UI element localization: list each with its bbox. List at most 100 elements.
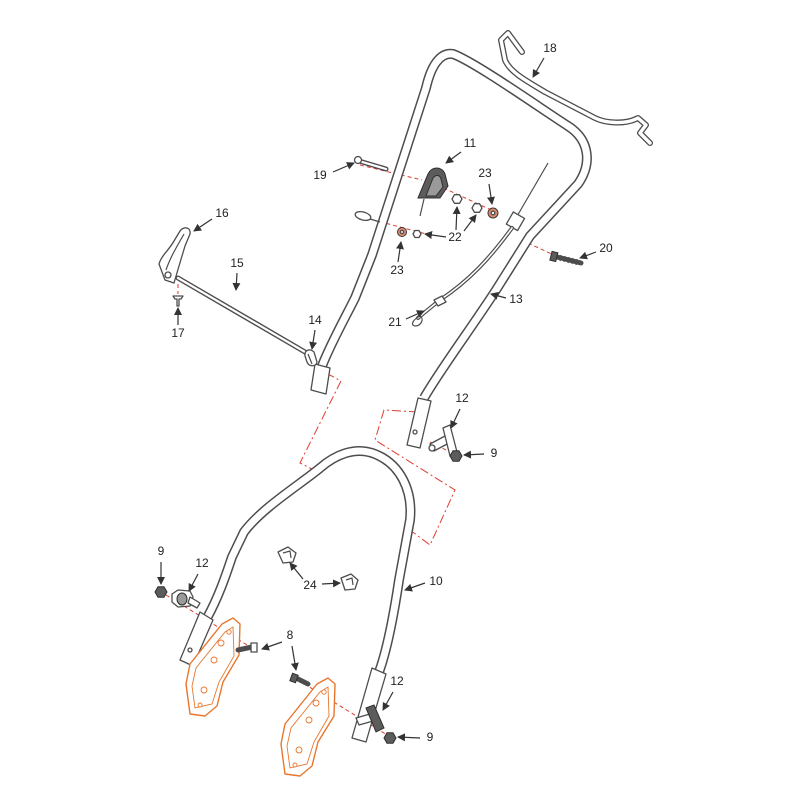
leader-arrow: [332, 162, 355, 173]
upper-lower-left-alignment: [299, 372, 342, 473]
clip-14-edge: [307, 353, 313, 365]
cable-inner-wire: [515, 162, 549, 219]
nut-9-lower-left: [154, 586, 168, 598]
callout-label: 14: [308, 313, 322, 327]
nut-22-upper: [451, 194, 463, 204]
knob-12-lower-left-face: [176, 592, 188, 606]
knob-12-lower-right: [355, 704, 385, 733]
callout-label: 19: [313, 168, 327, 182]
callout-nut: 22: [424, 206, 477, 244]
callout-label: 23: [478, 166, 492, 180]
nut-9-upper: [449, 450, 463, 462]
bracket-right-hole-2: [312, 699, 320, 707]
callout-label: 24: [303, 578, 317, 592]
cable: [411, 162, 549, 327]
callout-clips-24: 24: [289, 562, 341, 592]
leader-arrow: [445, 151, 462, 164]
callout-label: 20: [599, 241, 613, 255]
callout-clip-14: 14: [308, 313, 322, 350]
callout-bolt: 20: [579, 241, 613, 260]
bracket-right-hole-5: [292, 762, 298, 768]
upper-handle-hole: [412, 429, 418, 435]
bracket-right-hole-3: [305, 716, 313, 724]
callout-label: 16: [215, 206, 229, 220]
leader-arrow: [463, 450, 485, 459]
bracket-right-hole-1: [321, 689, 327, 695]
callout-upper-handle: 13: [490, 291, 523, 306]
bracket-right-hole-4: [295, 746, 303, 754]
callout-label: 13: [509, 292, 523, 306]
leader-arrow: [397, 733, 421, 742]
pin-head: [353, 155, 363, 165]
callout-lower-handle: 10: [404, 574, 443, 592]
callout-label: 11: [464, 136, 477, 150]
leader-arrow: [193, 218, 213, 232]
clip-24-lower-slot: [345, 577, 354, 586]
knob-12-lower-right-grip: [365, 704, 385, 733]
cable-guide-stem: [419, 198, 425, 217]
cable-end-loop: [411, 315, 423, 327]
cable-ferrule: [433, 295, 447, 307]
leader-arrow: [309, 329, 318, 350]
clip-24-upper: [277, 546, 297, 564]
bolt-8-right-head: [289, 672, 299, 684]
callout-label: 9: [158, 544, 165, 558]
cable-guide: [417, 167, 449, 217]
callouts: 18 11 19 23 20 16 22 23: [157, 41, 613, 744]
callout-label: 9: [491, 446, 498, 460]
bolt-8-right: [289, 672, 311, 687]
callout-label: 15: [230, 256, 244, 270]
clip-24-lower-body: [340, 573, 359, 591]
bolt-8-left-head: [250, 642, 258, 653]
bracket-left-plate: [185, 617, 241, 717]
callout-pin: 19: [313, 162, 355, 182]
lever-body: [158, 227, 191, 284]
leader-arrow: [289, 562, 304, 580]
callout-control-bar: 18: [532, 41, 557, 78]
leader-arrow: [261, 641, 283, 651]
knob-12-upper-end: [428, 444, 436, 452]
leader-arrow: [404, 582, 426, 592]
bracket-left-hole-2: [217, 639, 225, 647]
bracket-right-rim: [286, 686, 330, 769]
washer-23-lower-hole: [399, 229, 405, 235]
clip-14-body: [304, 349, 318, 367]
callout-label: 21: [388, 315, 402, 329]
callout-clip-17: 17: [171, 307, 185, 340]
callout-knob-lower-left: 12: [188, 556, 209, 592]
lever-edge: [165, 233, 185, 271]
leader-arrow: [487, 183, 495, 205]
clip-17-body: [172, 295, 184, 307]
leader-arrow: [452, 206, 461, 231]
bolt-8-left: [235, 642, 258, 653]
bracket-right-plate: [280, 677, 336, 777]
upper-handle-left-flat-end: [310, 363, 331, 395]
bolt-20: [549, 250, 584, 266]
leader-arrow: [405, 310, 425, 320]
cable-guide-face: [425, 175, 444, 197]
callout-label: 12: [455, 391, 469, 405]
bracket-left-hole-5: [197, 702, 203, 708]
callout-label: 10: [429, 574, 443, 588]
bracket-left-hole-4: [200, 686, 208, 694]
pin-alignment: [359, 164, 423, 181]
leader-arrow: [490, 291, 507, 300]
callout-nut-9-lower-left: 9: [157, 544, 165, 585]
callout-cable: 21: [388, 310, 425, 329]
knob-12-lower-left-stem: [187, 596, 201, 609]
upper-lower-right-alignment: [374, 409, 456, 546]
lever-pivot: [164, 271, 172, 279]
callout-label: 9: [427, 730, 434, 744]
clip-14: [304, 349, 318, 367]
callout-label: 12: [390, 674, 404, 688]
leader-arrow: [463, 214, 477, 232]
bracket-left-hole-3: [210, 656, 218, 664]
callout-label: 8: [287, 628, 294, 642]
lower-handle-left-hole: [187, 647, 193, 653]
bracket-left: [185, 617, 241, 717]
leader-arrow: [450, 408, 461, 429]
callout-nut-9-lower-right: 9: [397, 730, 434, 744]
callout-label: 22: [448, 230, 462, 244]
